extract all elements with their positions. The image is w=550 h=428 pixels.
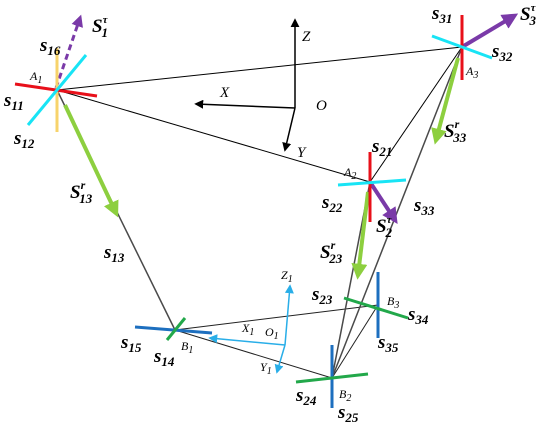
s35-label: s35 [377, 332, 399, 355]
global-frame: Z X Y O [194, 18, 327, 161]
s22-line [337, 178, 407, 187]
joint-a2-screws [337, 152, 407, 222]
s16-label: s16 [39, 35, 61, 58]
edge-b2-b3 [331, 304, 379, 379]
joint-a1-screws [14, 48, 98, 132]
point-a2-label: A2 [343, 165, 356, 182]
y1-axis-label: Y1 [260, 360, 272, 377]
z1-axis [284, 284, 294, 346]
upper-platform [56, 46, 463, 183]
s32-label: s32 [491, 41, 513, 64]
joint-b3-screws [343, 272, 409, 338]
constraint-couple-arrows [54, 13, 519, 225]
s12-line [26, 54, 88, 126]
edge-a2-a3 [369, 46, 463, 183]
s31-label: s31 [431, 3, 452, 26]
constraint-force-arrows [63, 57, 460, 280]
z1-axis-label: Z1 [281, 268, 293, 285]
x1-axis [208, 334, 286, 346]
z-axis-label: Z [302, 29, 311, 45]
s11-label: s11 [3, 90, 24, 113]
leg-s33 [331, 46, 463, 379]
x-axis-label: X [219, 85, 230, 101]
edge-b1-b2 [174, 329, 333, 379]
s1tau-arrow [54, 14, 83, 89]
s14-label: s14 [153, 346, 175, 369]
s2tau-arrow [368, 180, 398, 225]
s14-line [165, 317, 187, 341]
joint-b2-screws [295, 345, 369, 408]
screw-labels: s11 s12 s13 s14 s15 s16 s21 s22 s23 s24 … [3, 3, 513, 425]
s33-label: s33 [413, 195, 435, 218]
edge-a1-a2 [56, 89, 371, 183]
s12-label: s12 [13, 128, 35, 151]
point-labels: A1 A2 A3 B1 B2 B3 [29, 64, 478, 404]
origin-label: O [316, 98, 327, 114]
s34-label: s34 [407, 304, 429, 327]
s21-label: s21 [371, 136, 392, 159]
y-axis-label: Y [297, 145, 307, 161]
x1-axis-label: X1 [241, 321, 254, 338]
joint-a3-screws [431, 15, 493, 80]
joint-b1-screws [134, 317, 213, 341]
s22-label: s22 [321, 192, 343, 215]
s15-label: s15 [120, 332, 142, 355]
origin1-label: O1 [265, 325, 279, 342]
point-b1-label: B1 [181, 339, 193, 356]
legs [56, 46, 463, 379]
moving-frame: Z1 X1 Y1 O1 [208, 268, 294, 377]
s24-line [295, 372, 369, 384]
edge-a1-a3 [56, 46, 463, 91]
s25-label: s25 [337, 402, 359, 425]
s32-line [431, 34, 493, 60]
lower-platform [174, 304, 379, 379]
s23r-arrow [351, 191, 370, 280]
y1-axis [274, 344, 286, 374]
point-b3-label: B3 [387, 294, 399, 311]
point-a3-label: A3 [465, 64, 478, 81]
s13r-arrow [63, 104, 119, 218]
s23-label: s23 [311, 284, 333, 307]
s34-line [343, 296, 409, 320]
s33r-arrow [431, 57, 460, 145]
s13-label: s13 [103, 242, 125, 265]
x-axis [194, 99, 296, 109]
point-b2-label: B2 [339, 387, 351, 404]
s24-label: s24 [295, 385, 317, 408]
edge-b1-b3 [174, 304, 379, 331]
y-axis [282, 107, 296, 152]
s3tau-arrow [460, 13, 519, 49]
point-a1-label: A1 [29, 69, 42, 86]
